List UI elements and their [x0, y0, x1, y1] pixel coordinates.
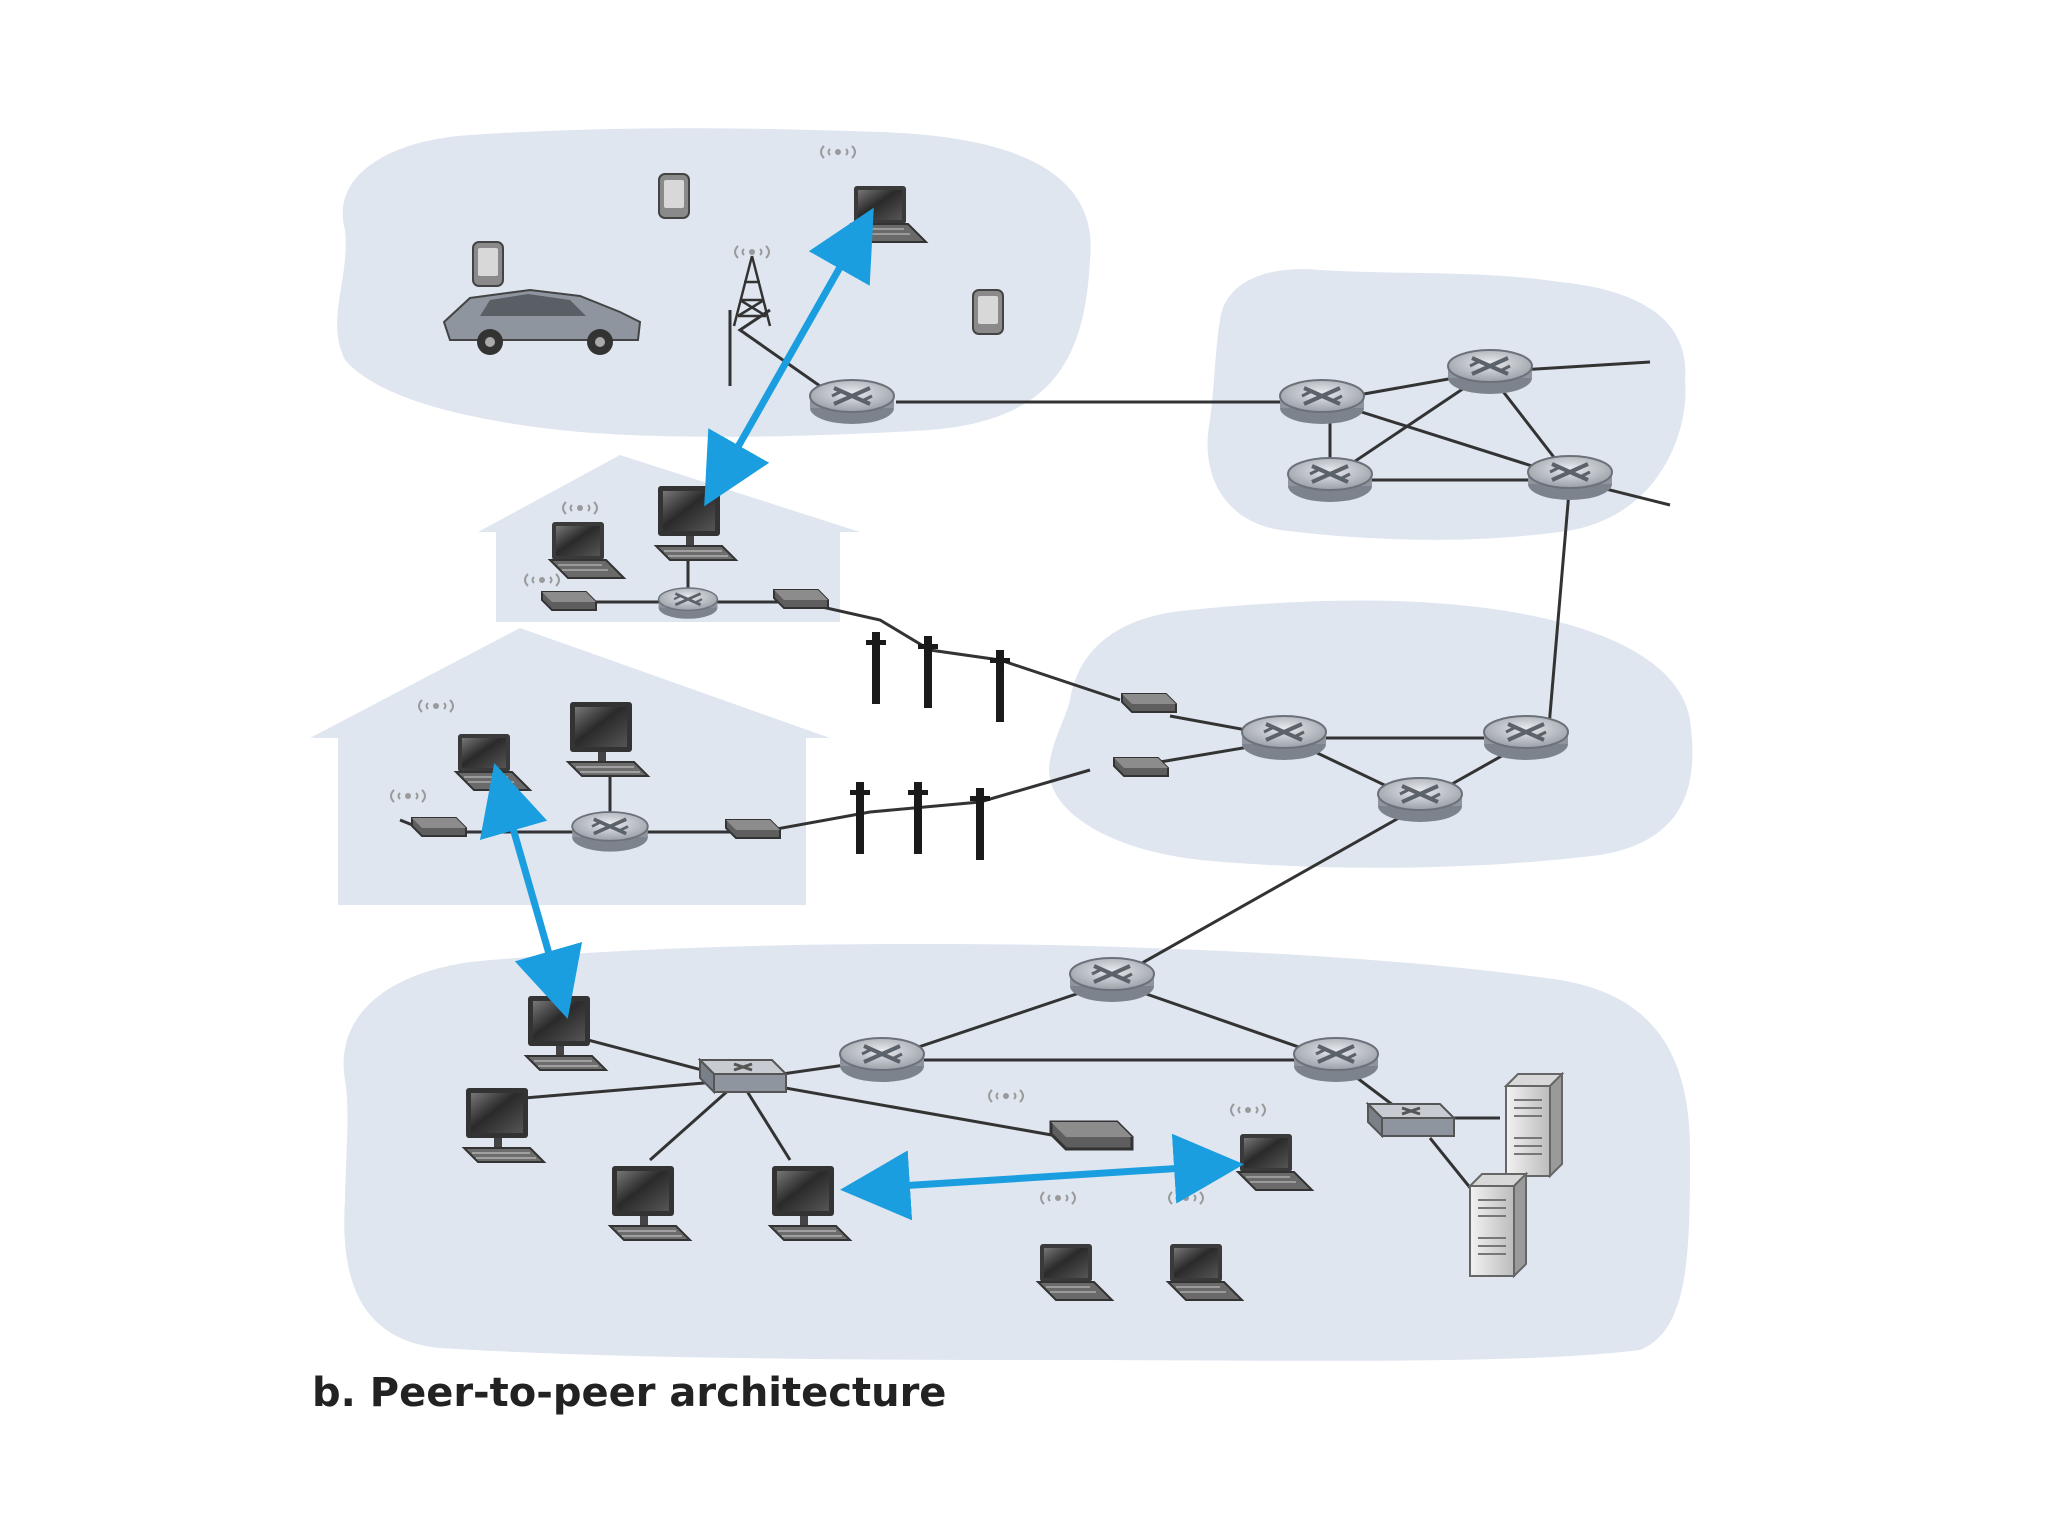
router-icon — [570, 810, 650, 854]
server-icon — [1469, 1173, 1527, 1277]
utility-pole-icon — [850, 782, 870, 854]
modem-icon — [1121, 693, 1177, 713]
server-icon — [1505, 1073, 1563, 1177]
modem-icon — [1049, 1120, 1134, 1151]
mobile-network-region — [337, 128, 1091, 437]
phone-icon — [972, 289, 1004, 335]
modem-icon — [1113, 757, 1169, 777]
router-icon — [1286, 456, 1374, 504]
figure-caption: b. Peer-to-peer architecture — [312, 1370, 947, 1416]
utility-poles — [850, 632, 1010, 860]
router-icon — [1278, 378, 1366, 426]
phone-icon — [472, 241, 504, 287]
router-icon — [1482, 714, 1570, 762]
car-icon — [442, 288, 642, 355]
peer-link-mobile-home1 — [704, 207, 874, 507]
router-icon — [1446, 348, 1534, 396]
global-isp-region — [1207, 269, 1686, 540]
router-icon — [1376, 776, 1464, 824]
router-icon — [1240, 714, 1328, 762]
router-icon — [1068, 956, 1156, 1004]
peer-link-enterprise — [840, 1133, 1244, 1221]
phone-icon — [658, 173, 690, 219]
utility-pole-icon — [866, 632, 886, 704]
router-icon — [1292, 1036, 1380, 1084]
modem-icon — [411, 817, 467, 837]
switch-icon — [698, 1058, 788, 1094]
utility-pole-icon — [970, 788, 990, 860]
regional-isp-region — [1049, 600, 1693, 868]
modem-icon — [725, 819, 781, 839]
router-icon — [1526, 454, 1614, 502]
utility-pole-icon — [990, 650, 1010, 722]
modem-icon — [541, 591, 597, 611]
utility-pole-icon — [918, 636, 938, 708]
modem-icon — [773, 589, 829, 609]
router-icon — [657, 586, 719, 621]
peer-connections — [479, 207, 1244, 1221]
utility-pole-icon — [908, 782, 928, 854]
peer-link-home2-enterprise — [479, 763, 583, 1019]
router-icon — [838, 1036, 926, 1084]
router-icon — [808, 378, 896, 426]
home-network-2-region — [310, 628, 830, 905]
switch-icon — [1366, 1102, 1456, 1138]
home-network-1-region — [478, 455, 860, 622]
